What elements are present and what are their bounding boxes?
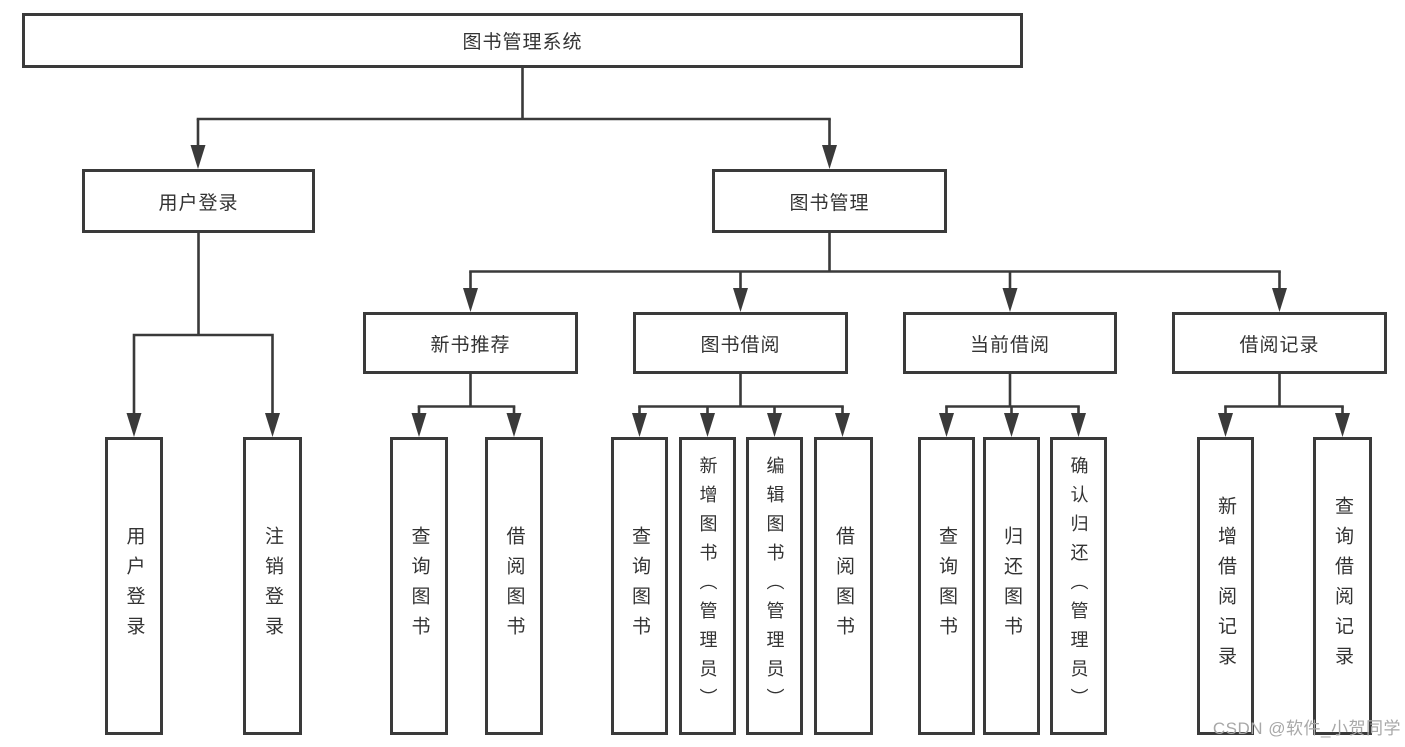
leaf-add-borrow-record-label: 新增借阅记录: [1215, 496, 1236, 676]
leaf-query-borrow-record-label: 查询借阅记录: [1332, 496, 1353, 676]
leaf-query-book-borrow: 查询图书: [611, 437, 668, 735]
leaf-query-book-recommend-label: 查询图书: [408, 526, 430, 646]
leaf-borrow-book-label: 借阅图书: [833, 526, 854, 646]
leaf-return-book: 归还图书: [983, 437, 1040, 735]
node-current-borrow-label: 当前借阅: [969, 334, 1050, 356]
leaf-confirm-return-admin-label: 确认归还（管理员）: [1068, 455, 1089, 717]
leaf-add-book-admin: 新增图书（管理员）: [679, 437, 736, 735]
leaf-query-book-borrow-label: 查询图书: [629, 526, 650, 646]
node-book-borrow: 图书借阅: [633, 312, 848, 374]
node-borrow-records: 借阅记录: [1172, 312, 1387, 374]
leaf-user-login: 用户登录: [105, 437, 163, 735]
leaf-edit-book-admin-label: 编辑图书（管理员）: [764, 455, 785, 717]
node-library-system-label: 图书管理系统: [462, 32, 583, 53]
leaf-confirm-return-admin: 确认归还（管理员）: [1050, 437, 1107, 735]
node-user-login-label: 用户登录: [158, 192, 239, 214]
node-book-borrow-label: 图书借阅: [700, 334, 781, 356]
node-new-book-recommend-label: 新书推荐: [430, 334, 511, 356]
leaf-query-borrow-record: 查询借阅记录: [1313, 437, 1372, 735]
node-book-management: 图书管理: [712, 169, 947, 233]
node-current-borrow: 当前借阅: [903, 312, 1117, 374]
node-borrow-records-label: 借阅记录: [1239, 334, 1320, 356]
leaf-user-login-label: 用户登录: [123, 526, 145, 646]
leaf-borrow-book: 借阅图书: [814, 437, 873, 735]
node-library-system: 图书管理系统: [22, 13, 1023, 68]
csdn-watermark: CSDN @软件_小贺同学: [1212, 719, 1401, 738]
leaf-edit-book-admin: 编辑图书（管理员）: [746, 437, 803, 735]
leaf-logout: 注销登录: [243, 437, 302, 735]
leaf-query-book-recommend: 查询图书: [390, 437, 448, 735]
leaf-add-book-admin-label: 新增图书（管理员）: [697, 455, 718, 717]
leaf-borrow-book-recommend: 借阅图书: [485, 437, 543, 735]
leaf-logout-label: 注销登录: [262, 526, 283, 646]
leaf-borrow-book-recommend-label: 借阅图书: [503, 526, 525, 646]
leaf-add-borrow-record: 新增借阅记录: [1197, 437, 1254, 735]
node-book-management-label: 图书管理: [789, 192, 870, 214]
node-new-book-recommend: 新书推荐: [363, 312, 578, 374]
leaf-query-book-current: 查询图书: [918, 437, 975, 735]
node-user-login: 用户登录: [82, 169, 315, 233]
leaf-query-book-current-label: 查询图书: [936, 526, 957, 646]
leaf-return-book-label: 归还图书: [1001, 526, 1022, 646]
